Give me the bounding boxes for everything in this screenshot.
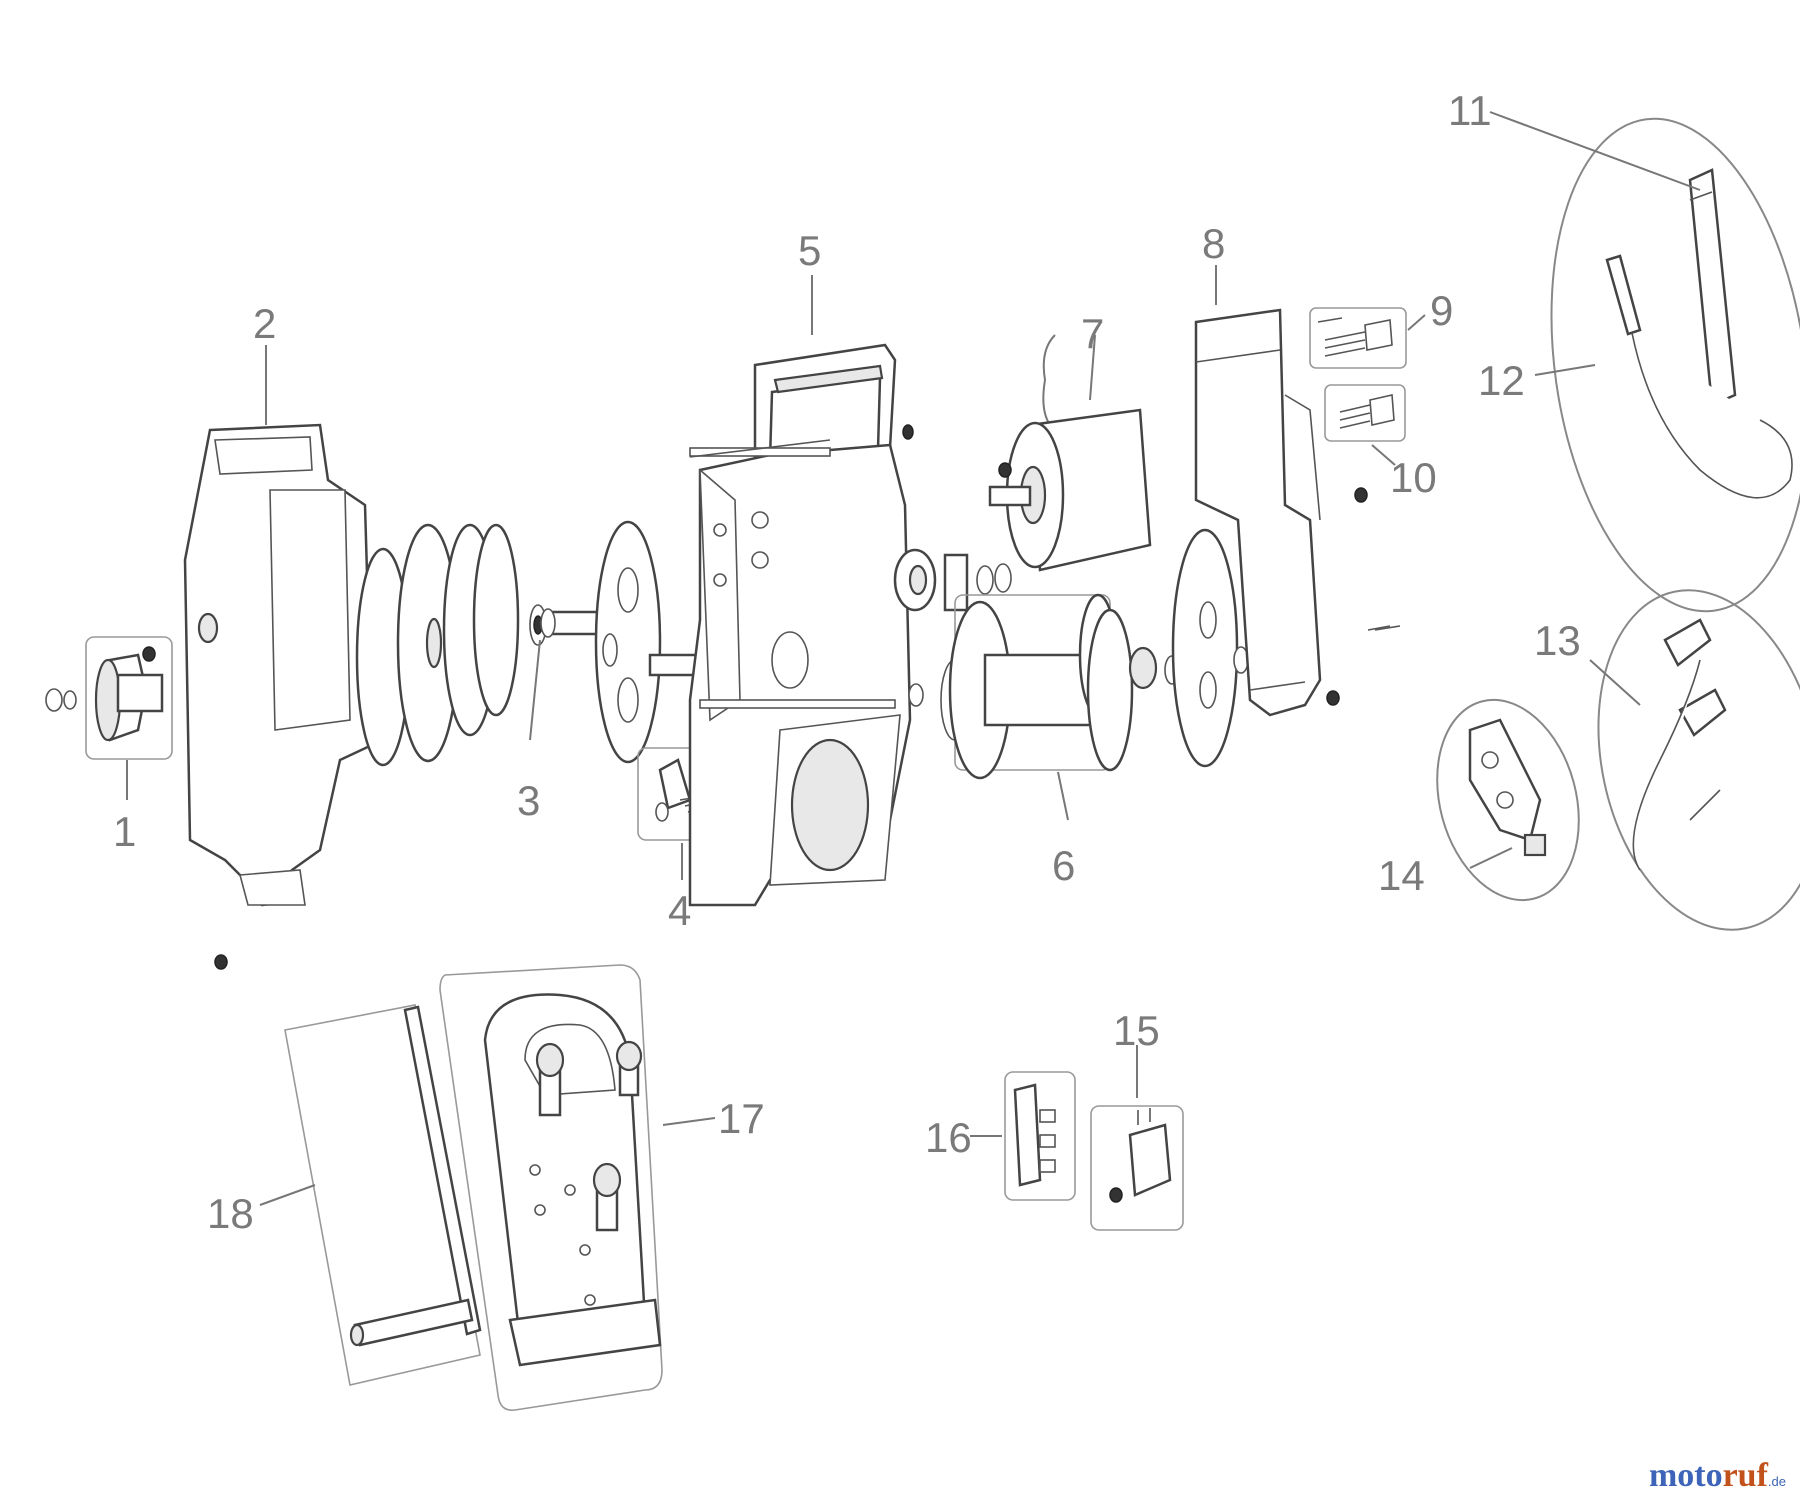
watermark-logo: motoruf.de: [1649, 1457, 1786, 1495]
part-5-frame-handle: [688, 343, 914, 907]
callout-13: 13: [1534, 617, 1581, 664]
part-9-connector: [1309, 307, 1407, 369]
part-17-base-plate: [439, 964, 663, 1412]
callout-3: 3: [517, 777, 540, 824]
callout-12: 12: [1478, 357, 1525, 404]
callout-14: 14: [1378, 852, 1425, 899]
callout-10: 10: [1390, 454, 1437, 501]
leader-lines: [126, 111, 1701, 1206]
part-15-relay: [1090, 1105, 1184, 1231]
callout-labels: 1 2 3 4 5 6 7 8 9 10 11 12 13 14 15 16 1…: [113, 87, 1581, 1237]
callout-2: 2: [253, 300, 276, 347]
callout-6: 6: [1052, 842, 1075, 889]
part-13-clamps-bubble: [1597, 589, 1800, 931]
callout-7: 7: [1081, 310, 1104, 357]
gear-stack-left: [355, 523, 547, 767]
part-7-motor: [988, 334, 1152, 572]
watermark-part-c: .de: [1767, 1474, 1786, 1489]
watermark-part-a: moto: [1648, 1457, 1723, 1494]
part-8-side-housing: [1194, 308, 1401, 717]
callout-15: 15: [1113, 1007, 1160, 1054]
callout-18: 18: [207, 1190, 254, 1237]
callout-4: 4: [668, 887, 691, 934]
loose-screws: [214, 439, 1391, 970]
part-1-knob-assembly: [45, 636, 173, 760]
callout-9: 9: [1430, 287, 1453, 334]
part-18-crank-handle: [284, 1004, 482, 1386]
part-10-connector: [1324, 384, 1406, 442]
callout-17: 17: [718, 1095, 765, 1142]
callout-5: 5: [798, 227, 821, 274]
part-11-12-remote-bubble: [1550, 117, 1800, 613]
callout-16: 16: [925, 1114, 972, 1161]
callout-8: 8: [1202, 220, 1225, 267]
part-2-housing-cover: [183, 423, 374, 907]
part-16-terminal-block: [1004, 1071, 1076, 1201]
part-14-bracket-bubble: [1436, 698, 1580, 902]
part-3-shaft: [540, 520, 712, 764]
watermark-part-b: ruf: [1722, 1457, 1768, 1494]
callout-11: 11: [1448, 87, 1492, 134]
callout-1: 1: [113, 808, 136, 855]
part-6-drum: [948, 593, 1180, 780]
